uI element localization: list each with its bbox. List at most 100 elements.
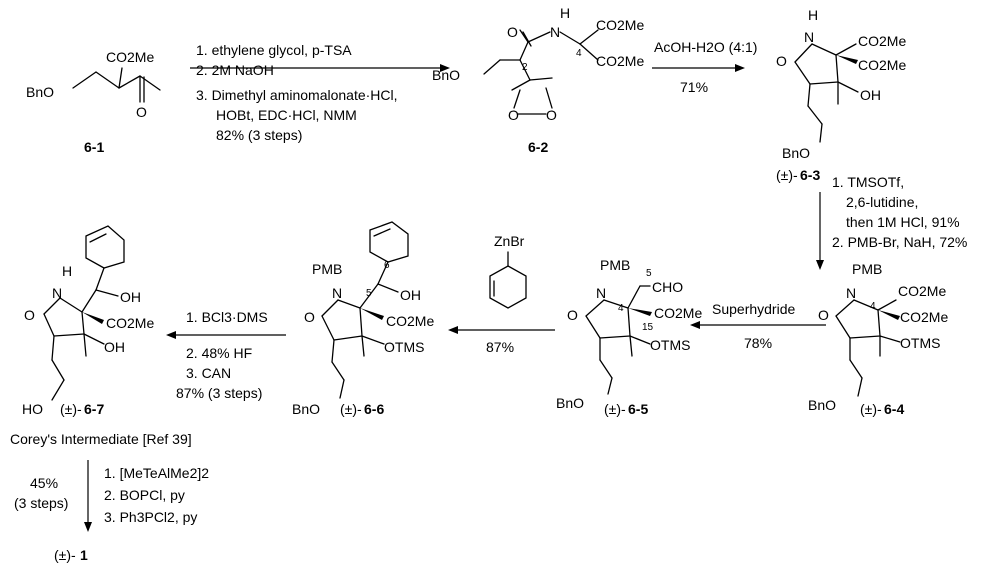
step-6-arrow: 1. BCl3·DMS 2. 48% HF 3. CAN 87% (3 step… <box>166 309 286 401</box>
step-3-arrow: 1. TMSOTf, 2,6-lutidine, then 1M HCl, 91… <box>816 174 967 270</box>
step3-cond-b: 2,6-lutidine, <box>846 194 918 210</box>
c62-amide-o: O <box>507 24 518 40</box>
c61-ester: CO2Me <box>106 49 154 65</box>
c67-oh2: OH <box>104 339 125 355</box>
compound-6-5: PMB N O 5 CHO CO2Me 4 15 OTMS BnO (±)- 6… <box>556 257 702 417</box>
c63-ether: BnO <box>782 145 810 161</box>
c63-ester-b: CO2Me <box>858 57 906 73</box>
c67-nh: H <box>62 263 72 279</box>
step3-cond-c: then 1M HCl, 91% <box>846 214 960 230</box>
c67-ester: CO2Me <box>106 315 154 331</box>
compound-6-4: PMB N O CO2Me CO2Me 4 OTMS BnO (±)- 6-4 <box>808 261 948 417</box>
step1-cond-c: 3. Dimethyl aminomalonate·HCl, <box>196 87 398 103</box>
c66-lactam-o: O <box>304 309 315 325</box>
c61-ketone-o: O <box>136 104 147 120</box>
c67-alcohol: HO <box>22 401 43 417</box>
step-7-arrow: 45% (3 steps) 1. [MeTeAlMe2]2 2. BOPCl, … <box>14 460 209 532</box>
c67-n: N <box>52 285 62 301</box>
c65-n: N <box>596 285 606 301</box>
c62-pos4: 4 <box>576 48 582 59</box>
c62-ketal-o1: O <box>508 107 519 123</box>
c65-pos4: 4 <box>618 303 624 314</box>
c63-racemic: (±)- <box>776 167 798 183</box>
zn-label: ZnBr <box>494 233 525 249</box>
step1-cond-d: HOBt, EDC·HCl, NMM <box>216 107 357 123</box>
step1-cond-b: 2. 2M NaOH <box>196 62 274 78</box>
step7-cond-b: 2. BOPCl, py <box>104 487 185 503</box>
c65-pos15: 15 <box>642 322 654 333</box>
step-5-arrow: 87% <box>448 326 555 355</box>
c67-racemic: (±)- <box>60 401 82 417</box>
step7-yield: 45% <box>30 475 58 491</box>
step-4-arrow: Superhydride 78% <box>690 301 826 351</box>
c66-n: N <box>332 285 342 301</box>
step5-yield: 87% <box>486 339 514 355</box>
compound-6-6: PMB N O 6 5 OH CO2Me OTMS BnO (±)- 6-6 <box>292 221 434 417</box>
compound-6-2: BnO H N O CO2Me CO2Me 2 4 O O 6-2 <box>432 5 644 155</box>
c67-label: 6-7 <box>84 401 104 417</box>
step-1-arrow: 1. ethylene glycol, p-TSA 2. 2M NaOH 3. … <box>190 42 450 143</box>
product-racemic: (±)- <box>54 547 76 563</box>
c64-ether: BnO <box>808 397 836 413</box>
c65-lactam-o: O <box>567 307 578 323</box>
c64-n: N <box>846 285 856 301</box>
step4-cond: Superhydride <box>712 301 795 317</box>
step7-cond-c: 3. Ph3PCl2, py <box>104 509 197 525</box>
step4-yield: 78% <box>744 335 772 351</box>
c62-ester-a: CO2Me <box>596 17 644 33</box>
c66-racemic: (±)- <box>340 401 362 417</box>
c64-pos4: 4 <box>870 301 876 312</box>
c66-pos6: 6 <box>384 260 390 271</box>
c64-pmb: PMB <box>852 261 882 277</box>
c63-n: N <box>804 29 814 45</box>
c63-label: 6-3 <box>800 167 820 183</box>
c66-oh: OH <box>400 287 421 303</box>
step7-cond-a: 1. [MeTeAlMe2]2 <box>104 465 209 481</box>
c62-ketal-o2: O <box>546 107 557 123</box>
step1-cond-a: 1. ethylene glycol, p-TSA <box>196 42 352 58</box>
final-product: (±)- 1 <box>54 547 88 563</box>
c61-ether: BnO <box>26 84 54 100</box>
c62-ether: BnO <box>432 67 460 83</box>
c66-pmb: PMB <box>312 261 342 277</box>
c66-otms: OTMS <box>384 339 424 355</box>
step6-cond-b: 2. 48% HF <box>186 345 252 361</box>
c63-oh: OH <box>860 87 881 103</box>
c66-ester: CO2Me <box>386 313 434 329</box>
c62-nh: H <box>560 5 570 21</box>
c65-pmb: PMB <box>600 257 630 273</box>
c64-ester-a: CO2Me <box>898 283 946 299</box>
c62-pos2: 2 <box>522 62 528 73</box>
c64-lactam-o: O <box>818 307 829 323</box>
compound-6-3: H N O CO2Me CO2Me OH BnO (±)- 6-3 <box>776 7 906 183</box>
corey-intermediate-note: Corey's Intermediate [Ref 39] <box>10 431 192 447</box>
c65-otms: OTMS <box>650 337 690 353</box>
step6-cond-c: 3. CAN <box>186 365 231 381</box>
compound-6-7: H N O OH CO2Me OH HO (±)- 6-7 <box>22 225 154 417</box>
step2-cond: AcOH-H2O (4:1) <box>654 39 757 55</box>
step3-cond-d: 2. PMB-Br, NaH, 72% <box>832 234 967 250</box>
c63-nh: H <box>808 7 818 23</box>
c65-ester: CO2Me <box>654 305 702 321</box>
step3-cond-a: 1. TMSOTf, <box>832 174 904 190</box>
c61-label: 6-1 <box>84 139 104 155</box>
c64-otms: OTMS <box>900 335 940 351</box>
c65-racemic: (±)- <box>604 401 626 417</box>
product-label: 1 <box>80 547 88 563</box>
c64-label: 6-4 <box>884 401 904 417</box>
c63-lactam-o: O <box>776 53 787 69</box>
compound-6-1: CO2Me BnO O 6-1 <box>26 49 161 155</box>
c67-oh1: OH <box>120 289 141 305</box>
step6-yield: 87% (3 steps) <box>176 385 262 401</box>
c64-ester-b: CO2Me <box>900 309 948 325</box>
step-2-arrow: AcOH-H2O (4:1) 71% <box>652 39 757 95</box>
c62-n: N <box>550 24 560 40</box>
c64-racemic: (±)- <box>860 401 882 417</box>
c66-ether: BnO <box>292 401 320 417</box>
c66-pos5: 5 <box>366 288 372 299</box>
c62-label: 6-2 <box>528 139 548 155</box>
step6-cond-a: 1. BCl3·DMS <box>186 309 268 325</box>
c63-ester-a: CO2Me <box>858 33 906 49</box>
c65-ether: BnO <box>556 395 584 411</box>
step7-yield-note: (3 steps) <box>14 495 68 511</box>
